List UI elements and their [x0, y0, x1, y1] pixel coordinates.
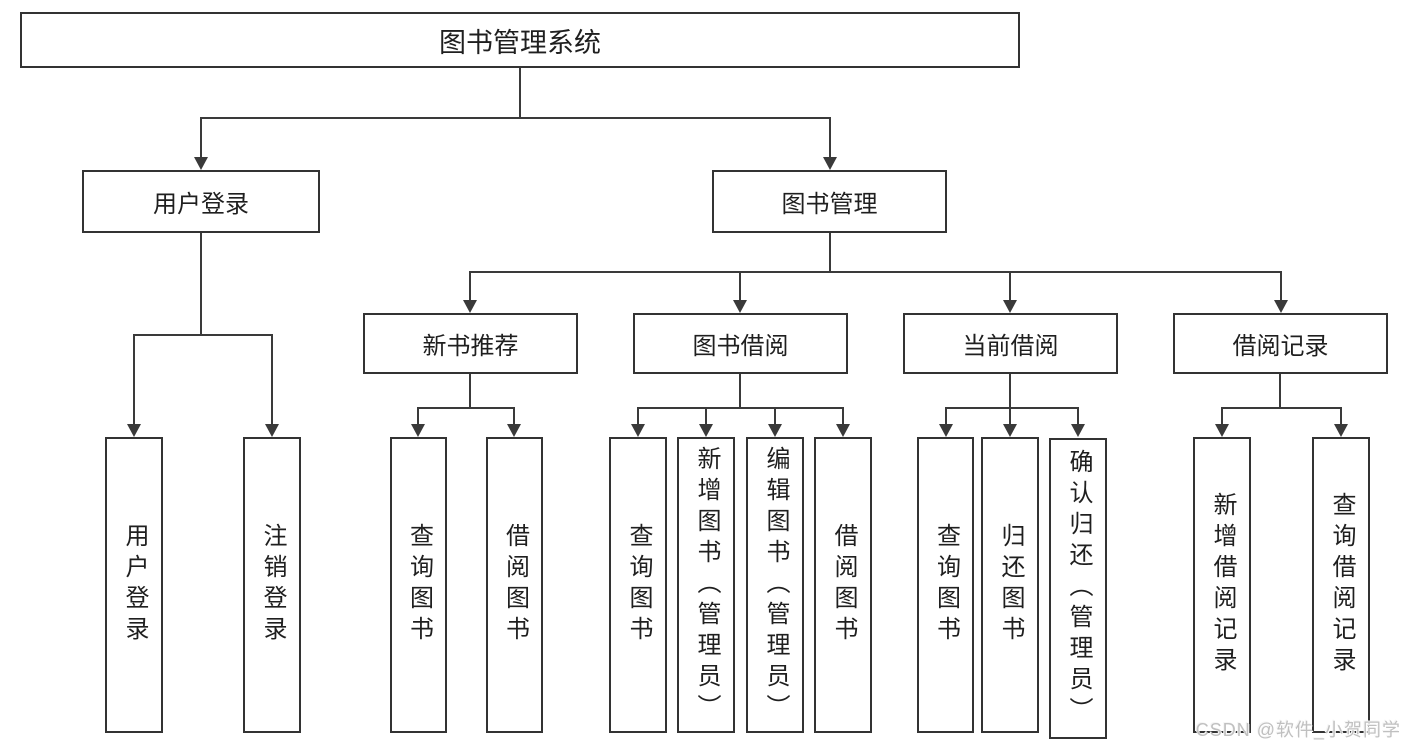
node-current-borrow: 当前借阅: [903, 313, 1118, 374]
watermark: CSDN @软件_小贺同学: [1195, 720, 1401, 740]
connector-level3-hline: [469, 271, 1282, 273]
node-book-mgmt: 图书管理: [712, 170, 947, 233]
connector-g4-hline: [1221, 407, 1342, 409]
node-user-login: 用户登录: [82, 170, 320, 233]
connector-g3-hline: [945, 407, 1079, 409]
node-borrow-borrow-leaf: 借阅图书: [814, 437, 872, 733]
connector-level2-hline: [200, 117, 831, 119]
node-borrow-add-leaf: 新增图书（管理员）: [677, 437, 735, 733]
arrowhead-g2-leaf1: [631, 424, 645, 437]
node-user-login-leaf: 用户登录: [105, 437, 163, 733]
connector-g2-stem: [739, 374, 741, 408]
connector-user-login-stem: [200, 117, 202, 158]
node-records-query-leaf: 查询借阅记录: [1312, 437, 1370, 733]
connector-g2-hline: [637, 407, 844, 409]
connector-g4-leaf2-stem: [1340, 407, 1342, 425]
connector-root-stem: [519, 68, 521, 119]
connector-g3-leaf2-stem: [1009, 407, 1011, 425]
connector-g3-leaf1-stem: [945, 407, 947, 425]
node-borrow-edit-leaf: 编辑图书（管理员）: [746, 437, 804, 733]
arrowhead-borrow: [733, 300, 747, 313]
connector-login-leaf-stem: [133, 334, 135, 425]
connector-mgmt-branch-stem: [829, 233, 831, 272]
node-records-add-leaf: 新增借阅记录: [1193, 437, 1251, 733]
arrowhead-g3-leaf1: [939, 424, 953, 437]
arrowhead-logout-leaf: [265, 424, 279, 437]
connector-current-stem: [1009, 271, 1011, 301]
arrowhead-user-login: [194, 157, 208, 170]
arrowhead-book-mgmt: [823, 157, 837, 170]
node-logout-leaf: 注销登录: [243, 437, 301, 733]
arrowhead-newbook: [463, 300, 477, 313]
arrowhead-login-leaf: [127, 424, 141, 437]
connector-g2-leaf1-stem: [637, 407, 639, 425]
arrowhead-g3-leaf2: [1003, 424, 1017, 437]
connector-user-branch-stem: [200, 233, 202, 335]
connector-g2-leaf3-stem: [774, 407, 776, 425]
arrowhead-g3-leaf3: [1071, 424, 1085, 437]
node-borrow-query-leaf: 查询图书: [609, 437, 667, 733]
connector-g4-stem: [1279, 374, 1281, 408]
connector-borrow-stem: [739, 271, 741, 301]
connector-g1-leaf1-stem: [417, 407, 419, 425]
arrowhead-g4-leaf1: [1215, 424, 1229, 437]
arrowhead-g2-leaf3: [768, 424, 782, 437]
node-current-confirm-leaf: 确认归还（管理员）: [1049, 438, 1107, 739]
connector-g1-leaf2-stem: [513, 407, 515, 425]
arrowhead-g1-leaf2: [507, 424, 521, 437]
node-new-book-recommend: 新书推荐: [363, 313, 578, 374]
connector-user-branch-hline: [133, 334, 273, 336]
connector-records-stem: [1280, 271, 1282, 301]
connector-logout-leaf-stem: [271, 334, 273, 425]
arrowhead-g1-leaf1: [411, 424, 425, 437]
connector-g3-leaf3-stem: [1077, 407, 1079, 425]
arrowhead-records: [1274, 300, 1288, 313]
arrowhead-current: [1003, 300, 1017, 313]
node-current-query-leaf: 查询图书: [917, 437, 974, 733]
arrowhead-g4-leaf2: [1334, 424, 1348, 437]
node-newbook-borrow-leaf: 借阅图书: [486, 437, 543, 733]
connector-g2-leaf4-stem: [842, 407, 844, 425]
arrowhead-g2-leaf4: [836, 424, 850, 437]
connector-g1-hline: [417, 407, 515, 409]
node-borrow-records: 借阅记录: [1173, 313, 1388, 374]
arrowhead-g2-leaf2: [699, 424, 713, 437]
node-newbook-query-leaf: 查询图书: [390, 437, 447, 733]
connector-g2-leaf2-stem: [705, 407, 707, 425]
connector-newbook-stem: [469, 271, 471, 301]
connector-book-mgmt-stem: [829, 117, 831, 158]
node-root: 图书管理系统: [20, 12, 1020, 68]
node-current-return-leaf: 归还图书: [981, 437, 1039, 733]
connector-g1-stem: [469, 374, 471, 408]
connector-g4-leaf1-stem: [1221, 407, 1223, 425]
connector-g3-stem: [1009, 374, 1011, 408]
node-book-borrow: 图书借阅: [633, 313, 848, 374]
